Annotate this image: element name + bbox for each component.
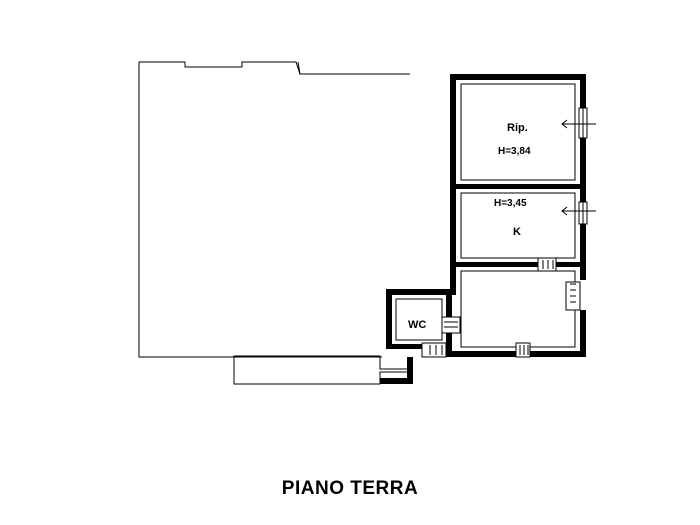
door-wc <box>441 316 461 334</box>
door-kitchen <box>537 257 557 272</box>
interior-walls <box>446 184 580 357</box>
entrance-arrows <box>561 119 596 216</box>
kitchen-room-label: K <box>513 226 521 238</box>
floor-title: PIANO TERRA <box>281 478 419 499</box>
wc-room-label: WC <box>408 319 426 331</box>
room-inner-lines <box>395 83 576 348</box>
kitchen-room-height: H=3,45 <box>494 198 527 209</box>
window-kitchen <box>578 201 588 225</box>
window-bottom-right <box>515 342 531 358</box>
open-area-outline <box>138 61 413 385</box>
storage-room-height: H=3,84 <box>498 146 531 157</box>
window-bottom-left <box>421 342 447 358</box>
arrow-kitchen-icon <box>561 206 596 216</box>
arrow-storage-icon <box>561 119 596 129</box>
exterior-walls <box>380 74 586 384</box>
storage-room-label: Rip. <box>507 122 528 134</box>
window-back-room <box>565 281 581 311</box>
window-storage <box>578 107 588 139</box>
windows <box>421 107 588 358</box>
